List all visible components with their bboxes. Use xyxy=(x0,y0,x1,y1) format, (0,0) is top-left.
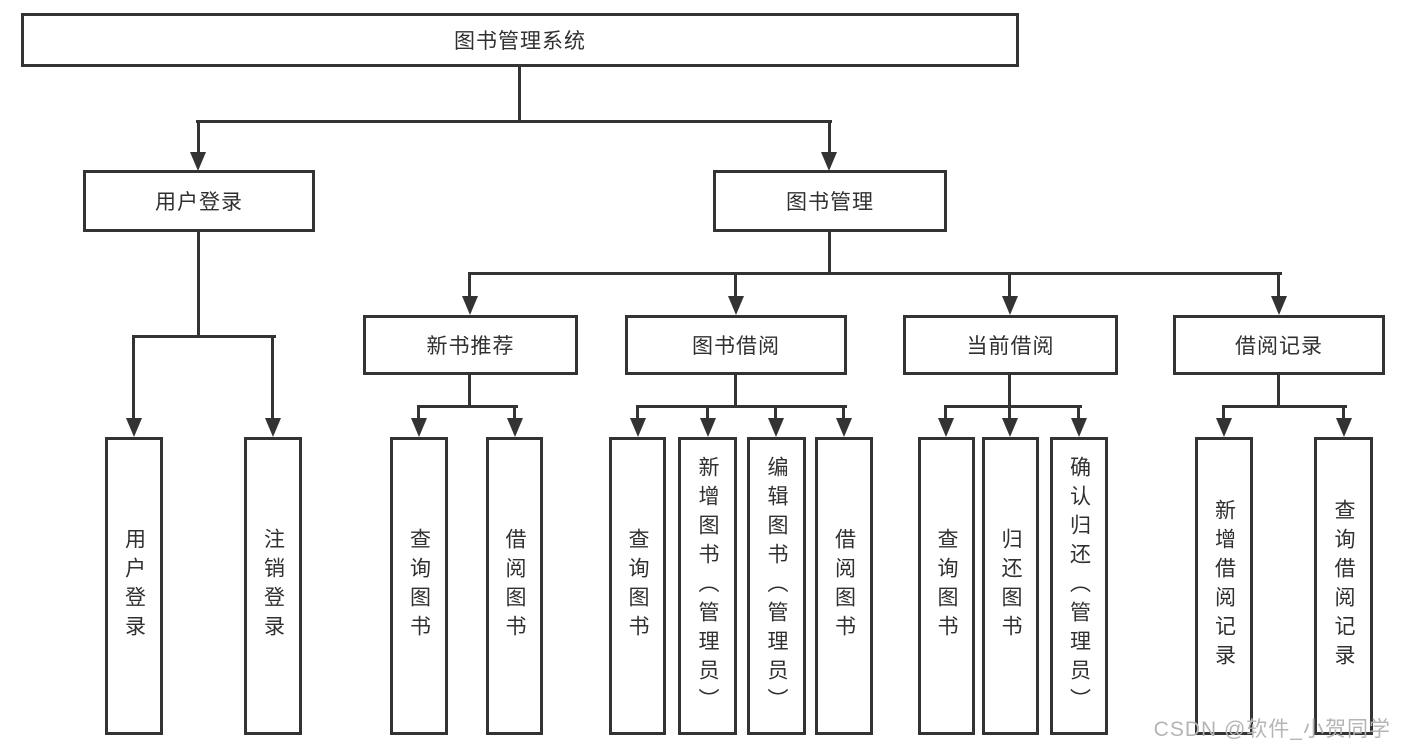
arrow-down-icon xyxy=(265,418,281,437)
leaf-query-books-recommend: 查询图书 xyxy=(390,437,448,735)
leaf-query-books-borrowing: 查询图书 xyxy=(609,437,666,735)
leaf-label: 查询图书 xyxy=(935,528,959,644)
leaf-label: 注销登录 xyxy=(261,528,285,644)
leaf-label: 用户登录 xyxy=(122,528,146,644)
arrow-down-icon xyxy=(462,296,478,315)
node-label: 用户登录 xyxy=(155,191,243,214)
connector-vline xyxy=(468,375,471,408)
connector-vline xyxy=(132,335,135,421)
connector-vline xyxy=(1277,375,1280,408)
node-library-management-system: 图书管理系统 xyxy=(21,13,1019,67)
node-book-borrowing: 图书借阅 xyxy=(625,315,847,375)
connector-vline xyxy=(1077,405,1080,421)
leaf-label: 新增借阅记录 xyxy=(1212,499,1236,673)
connector-vline xyxy=(513,405,516,421)
connector-hline xyxy=(132,335,276,338)
arrow-down-icon xyxy=(1271,296,1287,315)
leaf-logout: 注销登录 xyxy=(244,437,302,735)
connector-vline xyxy=(734,375,737,408)
leaf-confirm-return-admin: 确认归还（管理员） xyxy=(1050,437,1108,735)
connector-vline xyxy=(518,67,521,122)
connector-vline xyxy=(417,405,420,421)
leaf-label: 归还图书 xyxy=(999,528,1023,644)
node-current-borrowing: 当前借阅 xyxy=(903,315,1118,375)
connector-vline xyxy=(706,405,709,421)
leaf-label: 编辑图书（管理员） xyxy=(765,455,789,717)
leaf-add-books-admin: 新增图书（管理员） xyxy=(678,437,737,735)
connector-vline xyxy=(197,232,200,338)
arrow-down-icon xyxy=(836,418,852,437)
connector-hline xyxy=(636,405,847,408)
connector-hline xyxy=(417,405,518,408)
arrow-down-icon xyxy=(190,152,206,171)
connector-vline xyxy=(1222,405,1225,421)
arrow-down-icon xyxy=(700,418,716,437)
arrow-down-icon xyxy=(1071,418,1087,437)
leaf-borrow-books: 借阅图书 xyxy=(815,437,873,735)
arrow-down-icon xyxy=(411,418,427,437)
connector-vline xyxy=(1277,272,1280,300)
leaf-label: 查询借阅记录 xyxy=(1332,499,1356,673)
node-borrowing-records: 借阅记录 xyxy=(1173,315,1385,375)
leaf-edit-books-admin: 编辑图书（管理员） xyxy=(747,437,806,735)
leaf-label: 借阅图书 xyxy=(503,528,527,644)
leaf-query-books-current: 查询图书 xyxy=(918,437,975,735)
arrow-down-icon xyxy=(1002,418,1018,437)
leaf-user-login: 用户登录 xyxy=(105,437,163,735)
connector-vline xyxy=(828,232,831,275)
leaf-query-borrow-record: 查询借阅记录 xyxy=(1314,437,1373,735)
leaf-label: 新增图书（管理员） xyxy=(696,455,720,717)
node-label: 借阅记录 xyxy=(1235,335,1323,358)
arrow-down-icon xyxy=(1216,418,1232,437)
node-new-book-recommendation: 新书推荐 xyxy=(363,315,578,375)
arrow-down-icon xyxy=(507,418,523,437)
connector-vline xyxy=(468,272,471,300)
node-user-login: 用户登录 xyxy=(83,170,315,232)
connector-vline xyxy=(828,120,831,154)
arrow-down-icon xyxy=(821,152,837,171)
node-label: 当前借阅 xyxy=(966,335,1055,358)
watermark-text: CSDN @软件_小贺同学 xyxy=(1153,718,1391,741)
arrow-down-icon xyxy=(126,418,142,437)
leaf-label: 查询图书 xyxy=(407,528,431,644)
leaf-add-borrow-record: 新增借阅记录 xyxy=(1195,437,1253,735)
node-label: 图书管理系统 xyxy=(454,30,586,53)
connector-hline xyxy=(196,120,832,123)
connector-vline xyxy=(636,405,639,421)
node-book-management: 图书管理 xyxy=(713,170,947,232)
connector-hline xyxy=(1222,405,1347,408)
connector-vline xyxy=(842,405,845,421)
leaf-return-books: 归还图书 xyxy=(982,437,1039,735)
connector-vline xyxy=(1342,405,1345,421)
leaf-label: 确认归还（管理员） xyxy=(1067,455,1091,717)
leaf-borrow-books-recommend: 借阅图书 xyxy=(486,437,543,735)
arrow-down-icon xyxy=(938,418,954,437)
arrow-down-icon xyxy=(728,296,744,315)
connector-vline xyxy=(197,120,200,154)
connector-hline xyxy=(468,272,1282,275)
arrow-down-icon xyxy=(768,418,784,437)
node-label: 图书借阅 xyxy=(692,335,780,358)
connector-vline xyxy=(734,272,737,300)
connector-vline xyxy=(1008,272,1011,300)
arrow-down-icon xyxy=(1336,418,1352,437)
arrow-down-icon xyxy=(630,418,646,437)
leaf-label: 查询图书 xyxy=(626,528,650,644)
connector-vline xyxy=(774,405,777,421)
leaf-label: 借阅图书 xyxy=(832,528,856,644)
connector-vline xyxy=(1008,405,1011,421)
arrow-down-icon xyxy=(1002,296,1018,315)
connector-vline xyxy=(271,335,274,421)
connector-vline xyxy=(944,405,947,421)
connector-hline xyxy=(944,405,1082,408)
node-label: 图书管理 xyxy=(786,191,874,214)
connector-vline xyxy=(1008,375,1011,408)
node-label: 新书推荐 xyxy=(426,335,515,358)
